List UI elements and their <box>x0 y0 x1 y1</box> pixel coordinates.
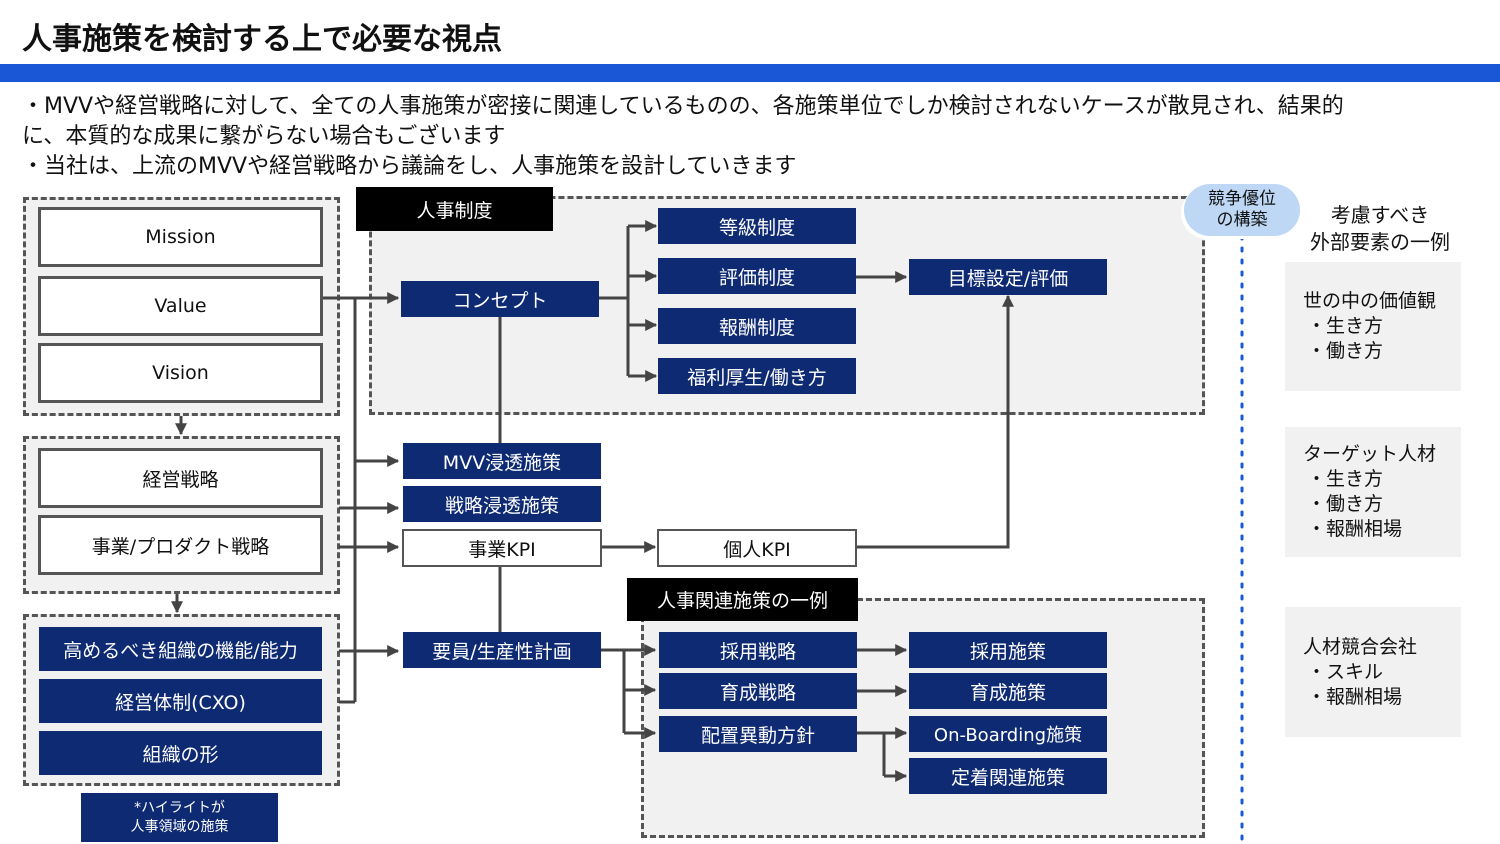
external-box-competitors: 人材競合会社 ・スキル ・報酬相場 <box>1285 607 1461 737</box>
recruit-strategy-box: 採用戦略 <box>659 632 857 668</box>
external-title-line-1: 考慮すべき <box>1330 203 1430 227</box>
bubble-line-2: の構築 <box>1216 210 1268 230</box>
vision-box: Vision <box>38 343 323 403</box>
intro-text: ・MVVや経営戦略に対して、全ての人事施策が密接に関連しているものの、各施策単位… <box>22 92 1482 182</box>
welfare-box: 福利厚生/働き方 <box>658 358 856 394</box>
title-underline-bar <box>0 64 1500 82</box>
hr-examples-label: 人事関連施策の一例 <box>627 578 858 621</box>
staffing-plan-box: 要員/生産性計画 <box>403 632 601 668</box>
placement-policy-box: 配置異動方針 <box>659 716 857 752</box>
external-box-item: ・生き方 <box>1307 315 1384 337</box>
highlight-note: *ハイライトが 人事領域の施策 <box>81 793 278 842</box>
bubble-line-1: 競争優位 <box>1208 189 1276 209</box>
note-line-1: *ハイライトが <box>134 799 225 816</box>
strategy-penetration-box: 戦略浸透施策 <box>403 486 601 522</box>
external-box-item: ・報酬相場 <box>1307 518 1403 540</box>
hr-system-label: 人事制度 <box>356 187 553 231</box>
compensation-system-box: 報酬制度 <box>658 308 856 344</box>
external-title-line-2: 外部要素の一例 <box>1310 230 1450 254</box>
external-box-item: ・働き方 <box>1307 493 1384 515</box>
external-box-item: ・スキル <box>1307 660 1384 683</box>
recruit-measures-box: 採用施策 <box>909 632 1107 668</box>
external-box-item: ・働き方 <box>1307 340 1384 362</box>
intro-line-3: ・当社は、上流のMVVや経営戦略から議論をし、人事施策を設計していきます <box>22 154 797 179</box>
retention-measures-box: 定着関連施策 <box>909 758 1107 794</box>
training-measures-box: 育成施策 <box>909 673 1107 709</box>
external-box-heading: 人材競合会社 <box>1303 635 1418 658</box>
onboarding-measures-box: On-Boarding施策 <box>909 716 1107 752</box>
external-box-target-talent: ターゲット人材 ・生き方 ・働き方 ・報酬相場 <box>1285 427 1461 557</box>
org-form-box: 組織の形 <box>39 731 322 775</box>
external-box-heading: 世の中の価値観 <box>1303 290 1437 312</box>
external-box-item: ・生き方 <box>1307 468 1384 490</box>
external-factors-title: 考慮すべき 外部要素の一例 <box>1290 202 1470 256</box>
personal-kpi-box: 個人KPI <box>657 529 857 567</box>
goal-setting-box: 目標設定/評価 <box>909 259 1107 295</box>
grade-system-box: 等級制度 <box>658 208 856 244</box>
evaluation-system-box: 評価制度 <box>658 258 856 294</box>
product-strategy-box: 事業/プロダクト戦略 <box>38 515 323 575</box>
intro-line-2: に、本質的な成果に繋がらない場合もございます <box>22 124 506 149</box>
concept-box: コンセプト <box>401 281 599 317</box>
page-title: 人事施策を検討する上で必要な視点 <box>22 22 502 57</box>
external-box-heading: ターゲット人材 <box>1303 443 1437 465</box>
mvv-penetration-box: MVV浸透施策 <box>403 443 601 479</box>
competitive-advantage-bubble: 競争優位 の構築 <box>1184 184 1300 236</box>
intro-line-1: ・MVVや経営戦略に対して、全ての人事施策が密接に関連しているものの、各施策単位… <box>22 94 1344 119</box>
mission-box: Mission <box>38 207 323 267</box>
management-structure-box: 経営体制(CXO) <box>39 679 322 723</box>
external-box-item: ・報酬相場 <box>1307 685 1403 708</box>
management-strategy-box: 経営戦略 <box>38 448 323 508</box>
note-line-2: 人事領域の施策 <box>130 818 229 835</box>
org-capability-box: 高めるべき組織の機能/能力 <box>39 627 322 671</box>
business-kpi-box: 事業KPI <box>402 529 602 567</box>
external-box-values: 世の中の価値観 ・生き方 ・働き方 <box>1285 262 1461 391</box>
value-box: Value <box>38 276 323 336</box>
training-strategy-box: 育成戦略 <box>659 673 857 709</box>
